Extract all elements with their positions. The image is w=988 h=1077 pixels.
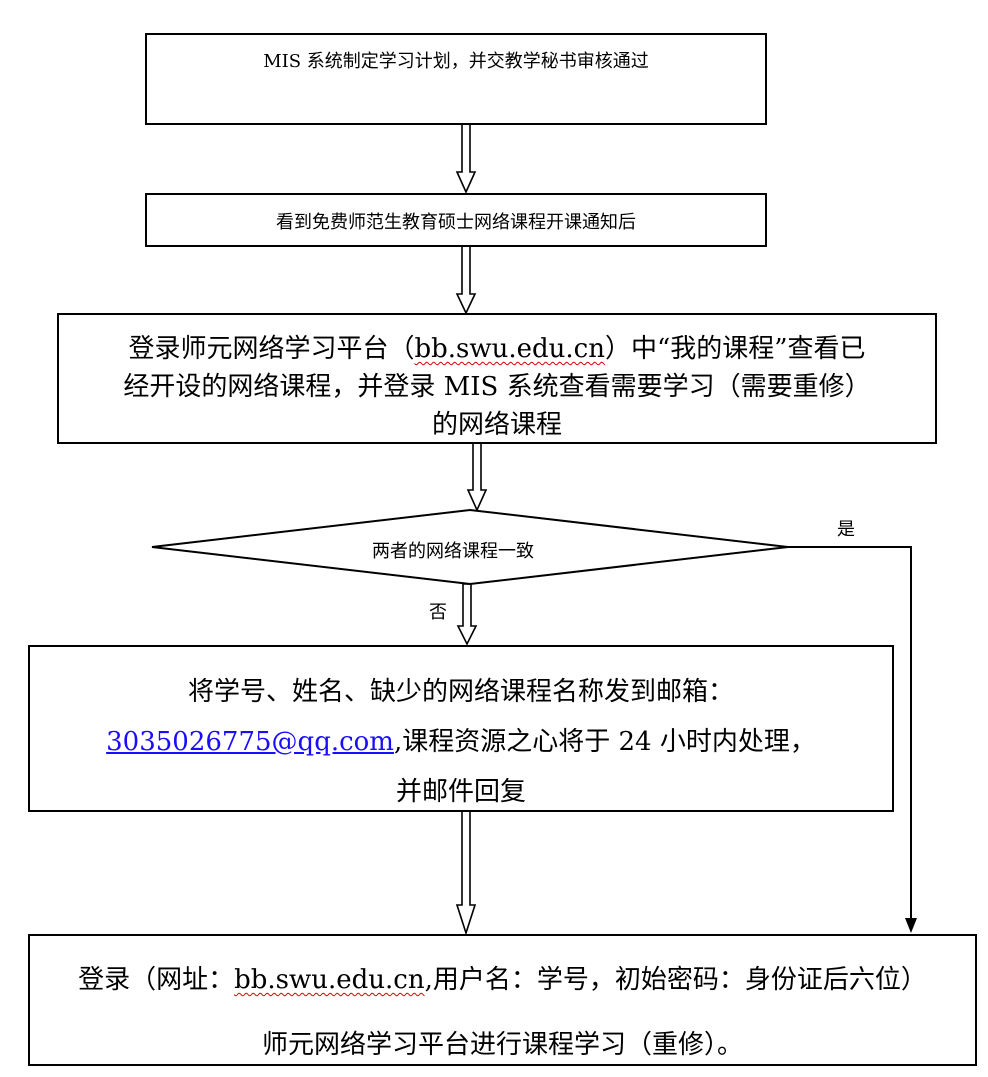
email-link[interactable]: 3035026775@qq.com [106, 727, 394, 757]
step4-box: 将学号、姓名、缺少的网络课程名称发到邮箱： 3035026775@qq.com,… [28, 645, 894, 812]
step3-text: 登录师元网络学习平台（ [128, 334, 415, 364]
step3-text: ）中“我的课程”查看已 [604, 334, 866, 364]
no-label: 否 [429, 602, 447, 623]
step1-text: MIS 系统制定学习计划，并交教学秘书审核通过 [263, 51, 649, 72]
yes-label: 是 [837, 519, 855, 540]
step2-text: 看到免费师范生教育硕士网络课程开课通知后 [276, 212, 636, 233]
step5-text: 登录（网址： [78, 965, 235, 995]
step3-line3: 的网络课程 [431, 410, 562, 440]
step4-line2: 3035026775@qq.com,课程资源之心将于 24 小时内处理， [30, 721, 892, 758]
platform-url: bb.swu.edu.cn [234, 965, 425, 995]
yes-branch-arrowhead [905, 918, 917, 933]
step4-line3: 并邮件回复 [395, 777, 526, 807]
arrow-step1-to-step2 [455, 123, 477, 194]
step5-box: 登录（网址：bb.swu.edu.cn,用户名：学号，初始密码：身份证后六位） … [28, 934, 977, 1066]
step3-box: 登录师元网络学习平台（bb.swu.edu.cn）中“我的课程”查看已 经开设的… [57, 313, 937, 444]
step5-text: ,用户名：学号，初始密码：身份证后六位） [424, 965, 927, 995]
yes-branch-line [788, 546, 912, 920]
arrow-step3-to-decision [466, 442, 488, 512]
step3-line1: 登录师元网络学习平台（bb.swu.edu.cn）中“我的课程”查看已 [59, 328, 935, 365]
arrow-step4-to-step5 [455, 810, 477, 936]
step2-box: 看到免费师范生教育硕士网络课程开课通知后 [145, 193, 767, 247]
arrow-step2-to-step3 [455, 245, 477, 315]
platform-url: bb.swu.edu.cn [414, 334, 605, 364]
step5-line1: 登录（网址：bb.swu.edu.cn,用户名：学号，初始密码：身份证后六位） [30, 959, 975, 996]
step5-line2: 师元网络学习平台进行课程学习（重修）。 [261, 1030, 743, 1060]
step4-line1: 将学号、姓名、缺少的网络课程名称发到邮箱： [187, 677, 734, 707]
step4-text: ,课程资源之心将于 24 小时内处理， [393, 727, 816, 757]
decision-text: 两者的网络课程一致 [372, 541, 534, 562]
step1-box: MIS 系统制定学习计划，并交教学秘书审核通过 [145, 33, 767, 125]
step3-line2: 经开设的网络课程，并登录 MIS 系统查看需要学习（需要重修） [123, 372, 871, 402]
arrow-decision-to-step4 [456, 583, 478, 646]
